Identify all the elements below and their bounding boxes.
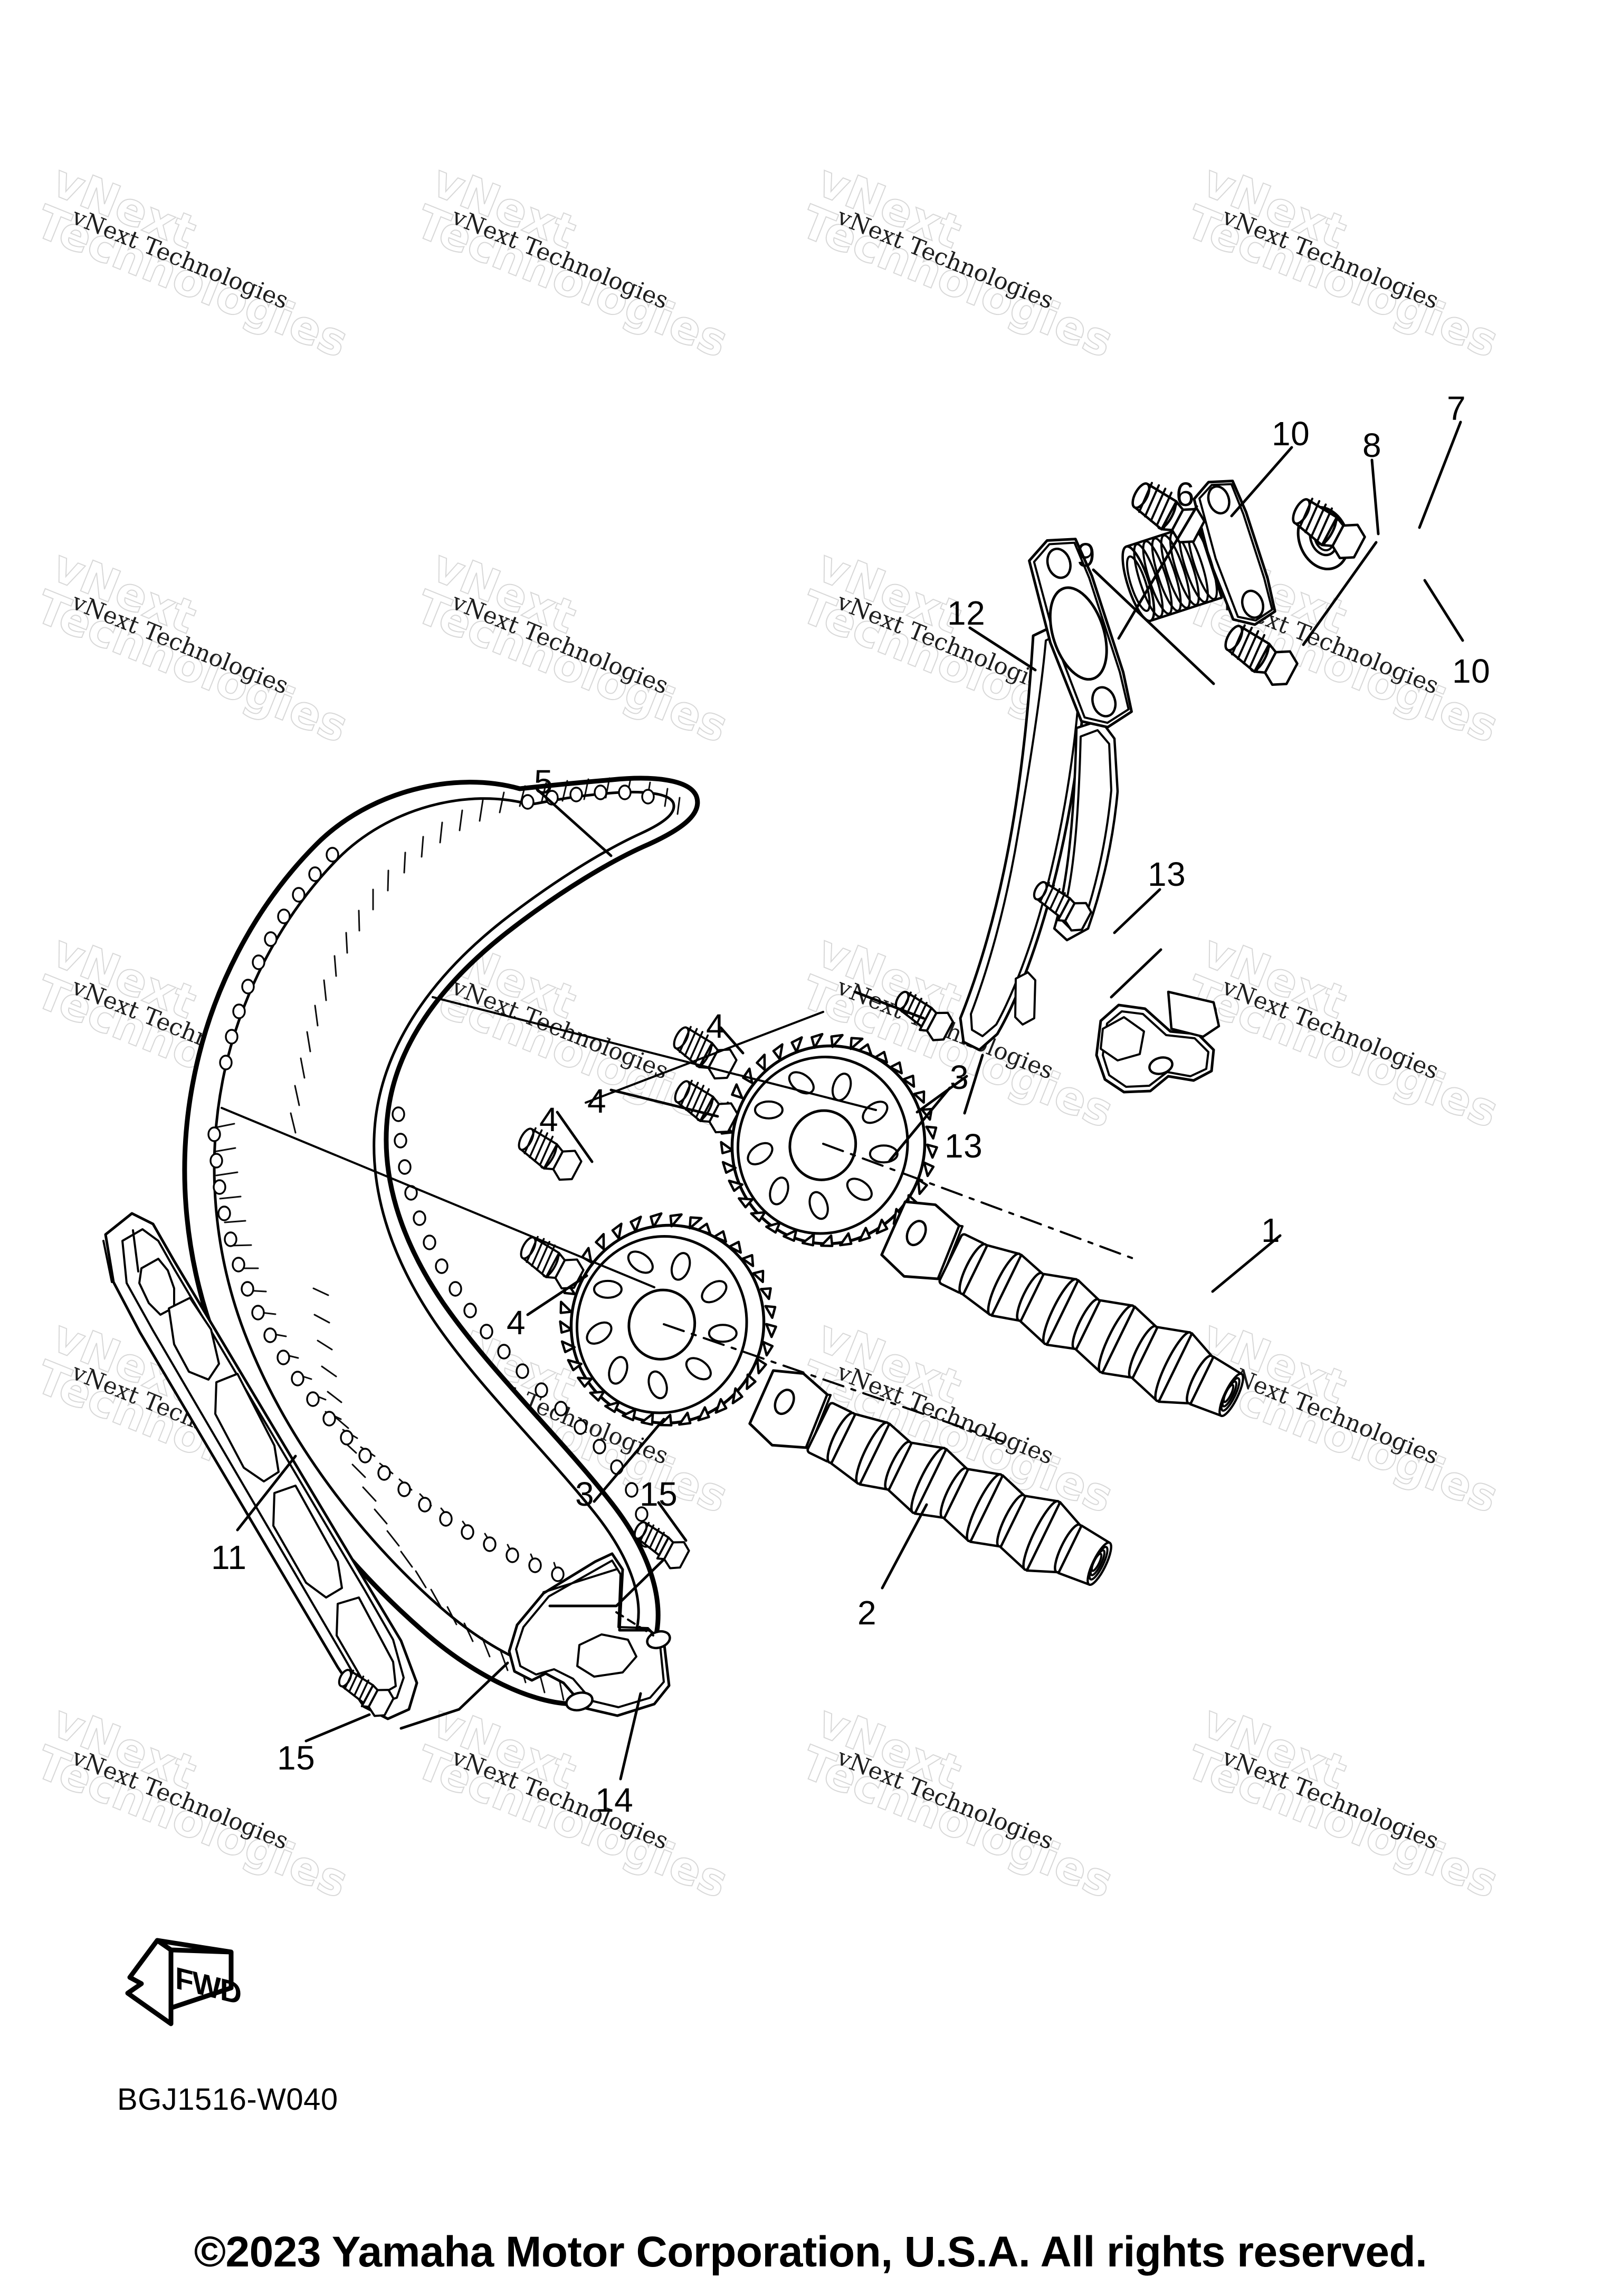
callout-13-bolt-slider: 13 [945, 1127, 983, 1165]
callout-1-camshaft-intake: 1 [1261, 1211, 1281, 1249]
callout-10-bolt-flange: 10 [1452, 652, 1491, 690]
callout-15-bolt-stopper: 15 [277, 1739, 316, 1777]
callout-12-tensioner-slider: 12 [947, 594, 986, 632]
callout-13-bolt-slider: 13 [1148, 855, 1186, 893]
chain-guide-part [102, 1212, 418, 1720]
callout-9-chain-tensioner-assembly: 9 [1076, 536, 1096, 574]
timing-chain-part [182, 776, 700, 1707]
tensioner-gasket-part [1028, 538, 1133, 729]
bolt-flange-10-bottom [1218, 620, 1302, 691]
callout-6-tensioner-gasket: 6 [1176, 475, 1195, 513]
callout-7-bolt-tensioner-cap: 7 [1447, 389, 1466, 427]
callout-11-chain-guide: 11 [211, 1538, 247, 1576]
callout-2-camshaft-exhaust: 2 [857, 1594, 877, 1632]
sprocket-lower-part [559, 1212, 777, 1427]
callout-4-bolt-sprocket: 4 [706, 1007, 726, 1045]
callout-3-sprocket-lower: 3 [575, 1475, 595, 1513]
bolt-sprocket-4-d [514, 1232, 587, 1293]
callout-8-washer: 8 [1362, 426, 1382, 464]
callout-3-sprocket-upper: 3 [950, 1058, 969, 1096]
copyright-notice: ©2023 Yamaha Motor Corporation, U.S.A. A… [194, 2228, 1427, 2276]
callout-4-bolt-sprocket: 4 [507, 1304, 526, 1342]
callout-4-bolt-sprocket: 4 [587, 1082, 607, 1120]
camshaft-exhaust-part [748, 1369, 1112, 1586]
callout-10-bolt-flange: 10 [1272, 415, 1310, 453]
callout-4-bolt-sprocket: 4 [539, 1101, 559, 1139]
callout-15-bolt-stopper: 15 [640, 1475, 678, 1513]
diagram-code: BGJ1516-W040 [117, 2082, 338, 2117]
callout-5-timing-chain: 5 [534, 763, 554, 801]
chain-guide-stopper-part [508, 1552, 671, 1717]
leader-lines [221, 420, 1464, 1781]
fwd-arrow-icon: FWD [125, 1938, 241, 2026]
bolt-sprocket-4-a [667, 1022, 740, 1083]
tensioner-slider-part [959, 614, 1220, 1094]
chain-tensioner-assembly-part [1121, 480, 1276, 626]
callout-14-chain-guide-stopper: 14 [595, 1781, 634, 1819]
camshaft-intake-part [880, 1200, 1244, 1418]
